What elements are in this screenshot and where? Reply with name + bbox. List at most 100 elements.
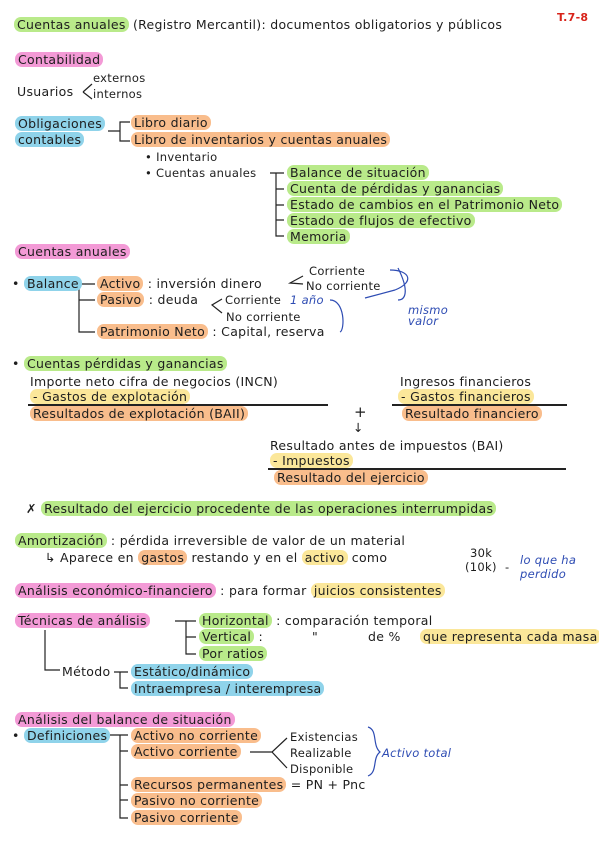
inventario-item: Inventario	[145, 149, 217, 165]
pasivo-no-corriente: No corriente	[226, 310, 301, 324]
activo-total-note: Activo total	[382, 746, 452, 760]
externos-label: externos	[93, 71, 146, 85]
contabilidad-label: Contabilidad	[15, 52, 104, 67]
rec-perm-line: Recursos permanentes = PN + Pnc	[131, 777, 366, 793]
divider	[28, 404, 328, 406]
divider	[392, 404, 567, 406]
obligaciones-2: contables	[15, 132, 85, 147]
down-arrow-icon: ↓	[353, 420, 364, 435]
un-ano-note: 1 año	[290, 293, 324, 307]
k30: 30k	[470, 546, 493, 560]
intraempresa: Intraempresa / interempresa	[131, 681, 325, 697]
patrimonio-line: Patrimonio Neto : Capital, reserva	[97, 324, 325, 340]
metodo-label: Método	[62, 664, 111, 679]
por-ratios: Por ratios	[199, 646, 268, 662]
aparece-3: como	[351, 550, 388, 565]
cpyg-label: Cuentas pérdidas y ganancias	[23, 356, 227, 371]
res-expl-label: Resultados de explotación (BAII)	[30, 406, 249, 421]
balance-highlight: Balance	[23, 276, 82, 291]
activo-label: Activo	[97, 276, 144, 291]
juicios-label: juicios consistentes	[310, 583, 445, 598]
pas-c: Pasivo corriente	[131, 810, 242, 826]
pasivo-desc: : deuda	[148, 292, 199, 307]
divider	[268, 468, 566, 470]
horizontal-desc: : comparación temporal	[276, 613, 433, 628]
act-c: Activo corriente	[131, 744, 241, 760]
ca-item-label: Memoria	[287, 229, 350, 244]
contables-label: contables	[15, 132, 85, 148]
ca-heading-label: Cuentas anuales	[15, 244, 130, 259]
patrimonio-label: Patrimonio Neto	[97, 324, 209, 339]
analisis-ef-line: Análisis económico-financiero : para for…	[15, 583, 445, 599]
libro-inventarios: Libro de inventarios y cuentas anuales	[131, 132, 391, 148]
incn-line: Importe neto cifra de negocios (INCN)	[30, 374, 279, 389]
disponible: Disponible	[290, 762, 354, 776]
ca-item-2: Cuenta de pérdidas y ganancias	[287, 181, 504, 197]
ca-item-label: Estado de flujos de efectivo	[287, 213, 475, 228]
ca-item-5: Memoria	[287, 229, 350, 245]
perdido-note: perdido	[520, 567, 567, 581]
res-ej-op-label: Resultado del ejercicio procedente de la…	[41, 501, 497, 516]
abs-heading: Análisis del balance de situación	[15, 712, 235, 728]
star-icon: ✗	[26, 501, 37, 516]
vertical-label: Vertical	[199, 629, 255, 644]
res-ej-label: Resultado del ejercicio	[274, 470, 428, 485]
ca-item-3: Estado de cambios en el Patrimonio Neto	[287, 197, 563, 213]
libro-diario-label: Libro diario	[131, 115, 211, 130]
aparece-2: restando y en el	[191, 550, 298, 565]
ca-item-label: Balance de situación	[287, 165, 429, 180]
act-nc: Activo no corriente	[131, 728, 262, 744]
activo-no-corriente: No corriente	[306, 279, 381, 293]
activo-corriente: Corriente	[309, 264, 366, 278]
aparece-1: ↳ Aparece en	[45, 550, 134, 565]
obligaciones-1: Obligaciones	[15, 116, 106, 131]
impuestos-label: - Impuestos	[270, 453, 353, 468]
que-representa: que representa cada masa	[420, 629, 599, 645]
libro-inv-label: Libro de inventarios y cuentas anuales	[131, 132, 391, 147]
gastos-word: gastos	[138, 550, 188, 565]
existencias: Existencias	[290, 730, 358, 744]
pas-nc-label: Pasivo no corriente	[131, 793, 263, 808]
ca-item-4: Estado de flujos de efectivo	[287, 213, 475, 229]
rec-perm-label: Recursos permanentes	[131, 777, 287, 792]
patrimonio-desc: : Capital, reserva	[212, 324, 325, 339]
horizontal-label: Horizontal	[199, 613, 272, 628]
realizable: Realizable	[290, 746, 352, 760]
title-highlight: Cuentas anuales	[14, 17, 129, 32]
libro-diario: Libro diario	[131, 115, 211, 131]
analisis-ef-label: Análisis económico-financiero	[15, 583, 216, 598]
que-representa-label: que representa cada masa	[420, 629, 599, 644]
pasivo-corriente: Corriente	[225, 293, 282, 307]
amortizacion-line: Amortización : pérdida irreversible de v…	[15, 533, 405, 549]
ing-fin: Ingresos financieros	[400, 374, 532, 389]
ditto-mark: "	[312, 629, 319, 644]
pasivo-label: Pasivo	[97, 292, 145, 307]
balance-label: • Balance	[12, 276, 82, 292]
tecnicas-label: Técnicas de análisis	[15, 613, 150, 628]
vertical-line: Vertical :	[199, 629, 263, 645]
pas-nc: Pasivo no corriente	[131, 793, 263, 809]
tecnicas-heading: Técnicas de análisis	[15, 613, 150, 629]
internos-label: internos	[93, 87, 143, 101]
aparece-line: ↳ Aparece en gastos restando y en el act…	[45, 550, 387, 566]
activo-word: activo	[301, 550, 348, 565]
res-ej: Resultado del ejercicio	[274, 470, 428, 486]
title-line: Cuentas anuales (Registro Mercantil): do…	[14, 17, 502, 33]
para-formar: : para formar	[220, 583, 307, 598]
estatico: Estático/dinámico	[131, 664, 254, 680]
cpyg-heading: • Cuentas pérdidas y ganancias	[12, 356, 227, 372]
pas-c-label: Pasivo corriente	[131, 810, 242, 825]
definiciones-line: • Definiciones	[12, 728, 111, 744]
gastos-expl: - Gastos de explotación	[30, 389, 191, 405]
intraempresa-label: Intraempresa / interempresa	[131, 681, 325, 696]
activo-desc: : inversión dinero	[147, 276, 262, 291]
ca-item-label: Cuenta de pérdidas y ganancias	[287, 181, 504, 196]
page-ref: T.7-8	[557, 11, 589, 24]
rec-eq: = PN + Pnc	[290, 777, 366, 792]
ca-item-1: Balance de situación	[287, 165, 429, 181]
res-fin: Resultado financiero	[402, 406, 542, 422]
horizontal-line: Horizontal : comparación temporal	[199, 613, 433, 629]
res-ej-op-line: ✗ Resultado del ejercicio procedente de …	[26, 501, 497, 517]
obligaciones-label: Obligaciones	[15, 116, 106, 132]
gastos-expl-label: - Gastos de explotación	[30, 389, 191, 404]
